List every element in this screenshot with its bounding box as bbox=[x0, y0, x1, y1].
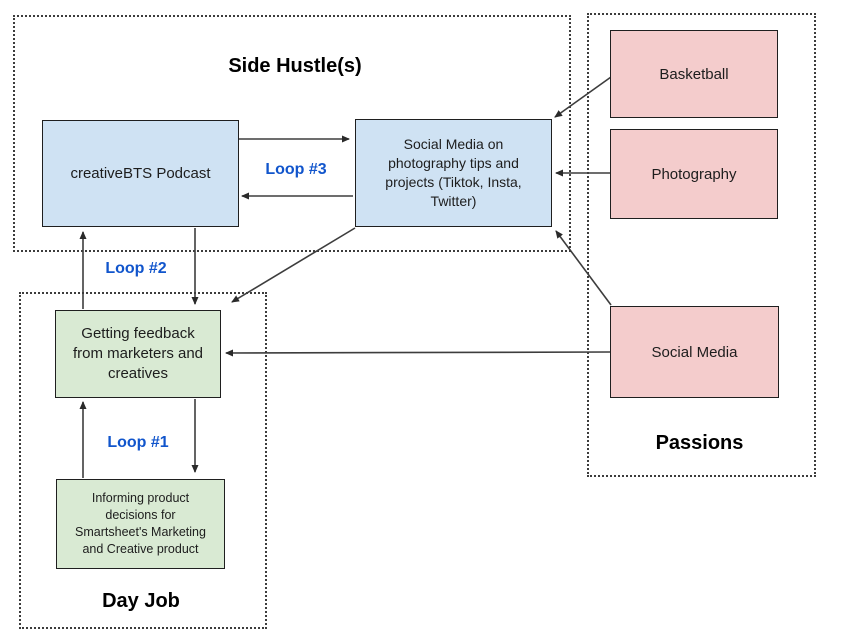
passions-group-frame bbox=[587, 13, 816, 477]
arrow-basketball-to-social-hub bbox=[554, 76, 612, 118]
podcast-node[interactable]: creativeBTS Podcast bbox=[42, 120, 239, 227]
loop1-label: Loop #1 bbox=[107, 434, 169, 451]
informing-product-node-label: Informing product decisions for Smartshe… bbox=[75, 491, 206, 556]
social-media-passion-node-label: Social Media bbox=[651, 343, 738, 361]
day-job-group-frame bbox=[19, 292, 267, 629]
photography-node-label: Photography bbox=[651, 165, 737, 183]
day-job-group-title: Day Job bbox=[102, 590, 180, 612]
arrow-social-hub-to-feedback bbox=[231, 227, 356, 303]
side-hustles-group-title: Side Hustle(s) bbox=[228, 55, 362, 77]
social-media-passion-node[interactable]: Social Media bbox=[610, 306, 779, 398]
social-media-hub-node[interactable]: Social Media on photography tips and pro… bbox=[355, 119, 552, 227]
basketball-node[interactable]: Basketball bbox=[610, 30, 778, 118]
getting-feedback-node-label: Getting feedback from marketers and crea… bbox=[72, 325, 204, 382]
podcast-node-label: creativeBTS Podcast bbox=[70, 165, 211, 182]
loop2-label: Loop #2 bbox=[105, 260, 167, 277]
social-media-hub-node-label: Social Media on photography tips and pro… bbox=[385, 136, 522, 209]
informing-product-node[interactable]: Informing product decisions for Smartshe… bbox=[56, 479, 225, 569]
loop3-label: Loop #3 bbox=[265, 161, 327, 178]
arrow-social-media-to-social-hub bbox=[555, 230, 612, 306]
getting-feedback-node[interactable]: Getting feedback from marketers and crea… bbox=[55, 310, 221, 398]
arrow-social-media-to-feedback bbox=[225, 349, 611, 357]
side-hustles-group-frame bbox=[13, 15, 571, 252]
photography-node[interactable]: Photography bbox=[610, 129, 778, 219]
basketball-node-label: Basketball bbox=[659, 65, 729, 83]
passions-group-title: Passions bbox=[655, 432, 744, 454]
